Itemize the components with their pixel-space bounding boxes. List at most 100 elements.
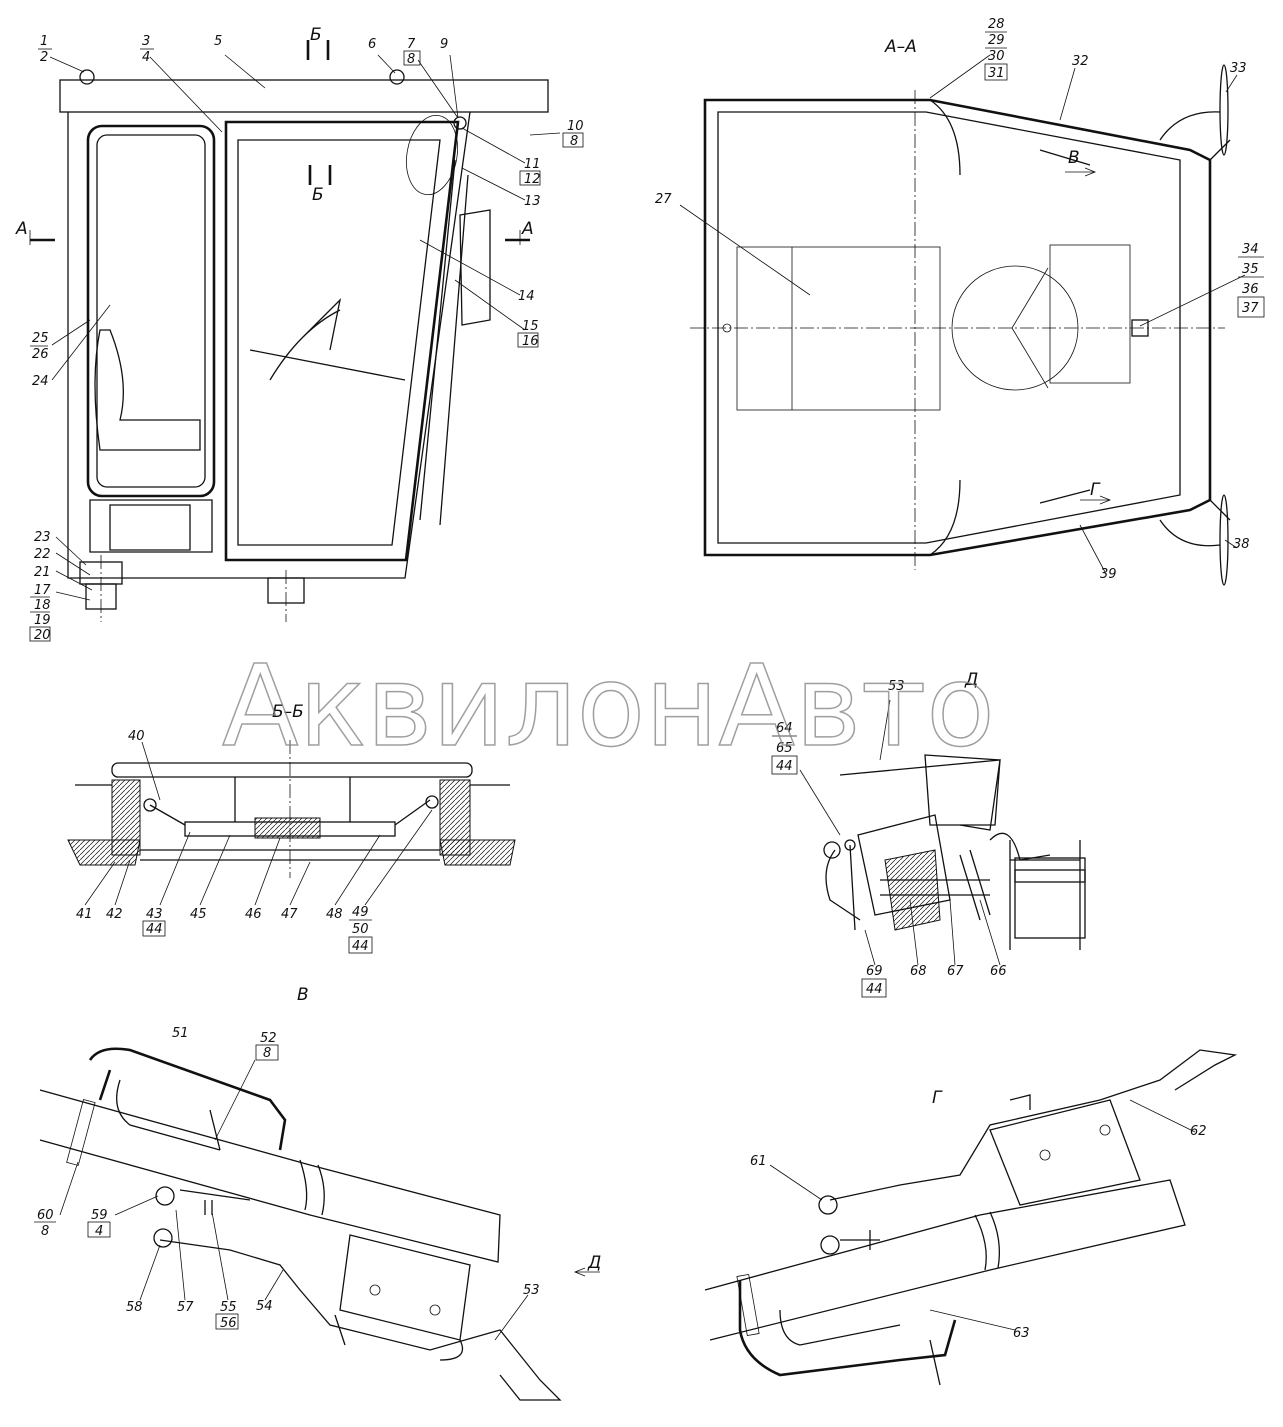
label-50: 50 bbox=[352, 922, 369, 937]
label-2: 2 bbox=[40, 50, 48, 65]
detail-d bbox=[799, 699, 1086, 966]
label-58: 58 bbox=[126, 1300, 143, 1315]
label-44-d1: 44 bbox=[776, 759, 793, 774]
label-56: 56 bbox=[220, 1316, 237, 1331]
label-38: 38 bbox=[1233, 537, 1250, 552]
label-69: 69 bbox=[866, 964, 883, 979]
label-33: 33 bbox=[1230, 61, 1247, 76]
arrow-v-label: В bbox=[1068, 148, 1080, 168]
detail-d-title: Д bbox=[964, 670, 978, 690]
label-31: 31 bbox=[988, 66, 1005, 81]
label-52-8: 8 bbox=[263, 1046, 271, 1061]
label-59: 59 bbox=[91, 1208, 108, 1223]
label-45: 45 bbox=[190, 907, 207, 922]
view-v-labels: В 51 52 8 60 8 59 4 58 57 55 56 54 53 Д bbox=[34, 985, 601, 1331]
label-13: 13 bbox=[524, 194, 541, 209]
label-68: 68 bbox=[910, 964, 927, 979]
label-34: 34 bbox=[1242, 242, 1259, 257]
label-60: 60 bbox=[37, 1208, 54, 1223]
arrow-g-label: Г bbox=[1090, 480, 1101, 500]
label-3: 3 bbox=[142, 34, 150, 49]
label-26: 26 bbox=[32, 347, 49, 362]
label-23: 23 bbox=[34, 530, 51, 545]
label-17: 17 bbox=[34, 583, 51, 598]
top-view-labels: А–А 28 29 30 31 32 33 В 27 34 35 36 37 Г… bbox=[655, 17, 1265, 582]
detail-d-labels: Д 53 64 65 44 69 44 68 67 66 bbox=[771, 670, 1007, 998]
label-10: 10 bbox=[567, 119, 584, 134]
cab-side-view bbox=[29, 40, 561, 622]
label-27: 27 bbox=[655, 192, 672, 207]
section-a-right: А bbox=[521, 219, 534, 239]
label-12: 12 bbox=[524, 172, 541, 187]
label-19: 19 bbox=[34, 613, 51, 628]
label-44-a: 44 bbox=[146, 922, 163, 937]
label-29: 29 bbox=[988, 33, 1005, 48]
section-bb bbox=[67, 740, 516, 906]
label-67: 67 bbox=[947, 964, 964, 979]
section-b-bottom: Б bbox=[312, 185, 324, 205]
label-25: 25 bbox=[32, 331, 49, 346]
label-47: 47 bbox=[281, 907, 298, 922]
label-1: 1 bbox=[40, 34, 48, 49]
label-32: 32 bbox=[1072, 54, 1089, 69]
label-39: 39 bbox=[1100, 567, 1117, 582]
label-11: 11 bbox=[524, 157, 541, 172]
label-51: 51 bbox=[172, 1026, 189, 1041]
label-15: 15 bbox=[522, 319, 539, 334]
label-57: 57 bbox=[177, 1300, 194, 1315]
label-40: 40 bbox=[128, 729, 145, 744]
label-43: 43 bbox=[146, 907, 163, 922]
label-36: 36 bbox=[1242, 282, 1259, 297]
section-bb-title: Б–Б bbox=[272, 702, 304, 722]
label-35: 35 bbox=[1242, 262, 1259, 277]
label-59-4: 4 bbox=[95, 1224, 103, 1239]
label-48: 48 bbox=[326, 907, 343, 922]
label-52: 52 bbox=[260, 1031, 277, 1046]
label-30: 30 bbox=[988, 49, 1005, 64]
label-6: 6 bbox=[368, 37, 376, 52]
view-g-title: Г bbox=[932, 1088, 943, 1108]
label-16: 16 bbox=[522, 334, 539, 349]
label-61: 61 bbox=[750, 1154, 767, 1169]
label-21: 21 bbox=[34, 565, 51, 580]
label-28: 28 bbox=[988, 17, 1005, 32]
label-63: 63 bbox=[1013, 1326, 1030, 1341]
label-20: 20 bbox=[34, 628, 51, 643]
view-v-title: В bbox=[297, 985, 309, 1005]
view-v bbox=[39, 1047, 600, 1401]
label-10-8: 8 bbox=[570, 134, 578, 149]
label-54: 54 bbox=[256, 1299, 273, 1314]
label-44-b: 44 bbox=[352, 939, 369, 954]
watermark: АквилонАвто bbox=[222, 642, 995, 772]
label-4: 4 bbox=[142, 50, 150, 65]
label-14: 14 bbox=[518, 289, 535, 304]
section-b-top: Б bbox=[310, 25, 322, 45]
label-55: 55 bbox=[220, 1300, 237, 1315]
label-53: 53 bbox=[523, 1283, 540, 1298]
section-bb-labels: Б–Б 40 41 42 43 44 45 46 47 48 49 50 44 bbox=[76, 702, 373, 954]
label-9: 9 bbox=[440, 37, 448, 52]
label-66: 66 bbox=[990, 964, 1007, 979]
label-49: 49 bbox=[352, 905, 369, 920]
label-41: 41 bbox=[76, 907, 93, 922]
label-8: 8 bbox=[407, 52, 415, 67]
label-22: 22 bbox=[34, 547, 51, 562]
label-18: 18 bbox=[34, 598, 51, 613]
view-g bbox=[704, 1049, 1238, 1386]
cab-top-view bbox=[679, 54, 1246, 586]
label-42: 42 bbox=[106, 907, 123, 922]
label-65: 65 bbox=[776, 741, 793, 756]
label-37: 37 bbox=[1242, 301, 1259, 316]
section-aa-title: А–А bbox=[884, 37, 917, 57]
label-7: 7 bbox=[407, 37, 416, 52]
label-53-detail: 53 bbox=[888, 679, 905, 694]
view-g-labels: Г 61 62 63 bbox=[750, 1088, 1207, 1341]
label-5: 5 bbox=[214, 34, 222, 49]
arrow-d-label: Д bbox=[587, 1253, 601, 1273]
section-a-left: А bbox=[15, 219, 28, 239]
side-view-labels: 1 2 3 4 5 Б Б 6 7 8 9 10 8 11 12 13 А А … bbox=[15, 25, 584, 643]
label-44-d2: 44 bbox=[866, 982, 883, 997]
label-62: 62 bbox=[1190, 1124, 1207, 1139]
label-60-8: 8 bbox=[41, 1224, 49, 1239]
